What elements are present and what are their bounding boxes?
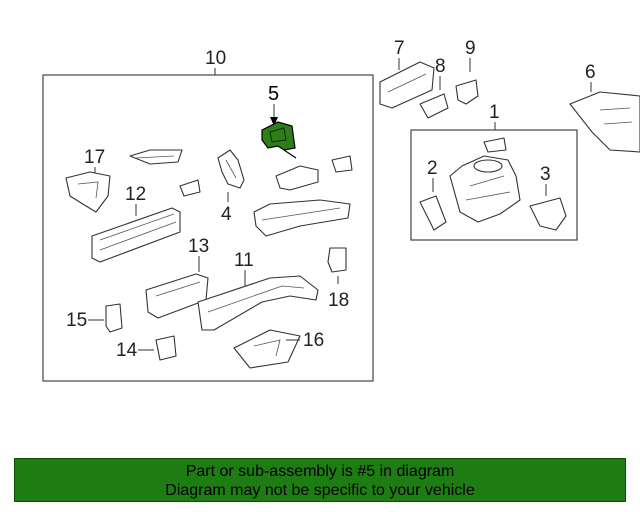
callout-8[interactable]: 8 [435, 56, 446, 77]
banner-line-part-info: Part or sub-assembly is #5 in diagram [185, 463, 455, 480]
banner-line-disclaimer: Diagram may not be specific to your vehi… [165, 482, 475, 499]
callout-12[interactable]: 12 [125, 184, 146, 205]
part-18[interactable] [327, 247, 347, 273]
part-7[interactable] [379, 61, 435, 109]
callout-15[interactable]: 15 [66, 310, 87, 331]
part-11[interactable] [197, 275, 319, 331]
part-17[interactable] [65, 171, 111, 213]
callout-14[interactable]: 14 [116, 340, 138, 361]
callout-2[interactable]: 2 [427, 158, 438, 179]
callout-6[interactable]: 6 [585, 62, 596, 83]
callout-11[interactable]: 11 [234, 250, 254, 271]
part-14[interactable] [155, 335, 177, 361]
part-13[interactable] [145, 273, 209, 319]
assembly-10-box [42, 74, 374, 382]
callout-16[interactable]: 16 [303, 330, 324, 351]
part-5-highlighted[interactable] [261, 121, 297, 159]
part-9[interactable] [455, 79, 479, 105]
part-2[interactable] [419, 195, 447, 231]
callout-13[interactable]: 13 [188, 236, 209, 257]
callout-4[interactable]: 4 [221, 204, 232, 225]
callout-9[interactable]: 9 [465, 38, 476, 59]
part-4[interactable] [217, 149, 245, 189]
bracket-small-right[interactable] [331, 155, 353, 173]
part-1-assembly[interactable] [449, 137, 521, 223]
arrowhead-5 [270, 117, 278, 126]
small-plate[interactable] [179, 179, 201, 197]
part-15[interactable] [105, 303, 123, 333]
panel-middle[interactable] [275, 165, 319, 191]
callout-18[interactable]: 18 [328, 290, 349, 311]
part-6[interactable] [569, 91, 640, 153]
callout-17[interactable]: 17 [84, 147, 105, 168]
info-banner: Part or sub-assembly is #5 in diagram Di… [14, 458, 626, 502]
part-12[interactable] [91, 207, 181, 263]
callout-3[interactable]: 3 [540, 164, 551, 185]
bracket-top-left[interactable] [129, 149, 183, 165]
rail-middle[interactable] [253, 199, 351, 237]
part-3[interactable] [529, 197, 567, 231]
part-8[interactable] [419, 93, 449, 119]
parts-diagram: 10 5 17 12 4 [42, 38, 640, 382]
callout-10[interactable]: 10 [205, 48, 226, 69]
callout-1[interactable]: 1 [489, 102, 500, 123]
callout-7[interactable]: 7 [394, 38, 405, 59]
assembly-1-box [410, 129, 578, 241]
part-16[interactable] [233, 329, 301, 369]
callout-5[interactable]: 5 [268, 83, 279, 105]
